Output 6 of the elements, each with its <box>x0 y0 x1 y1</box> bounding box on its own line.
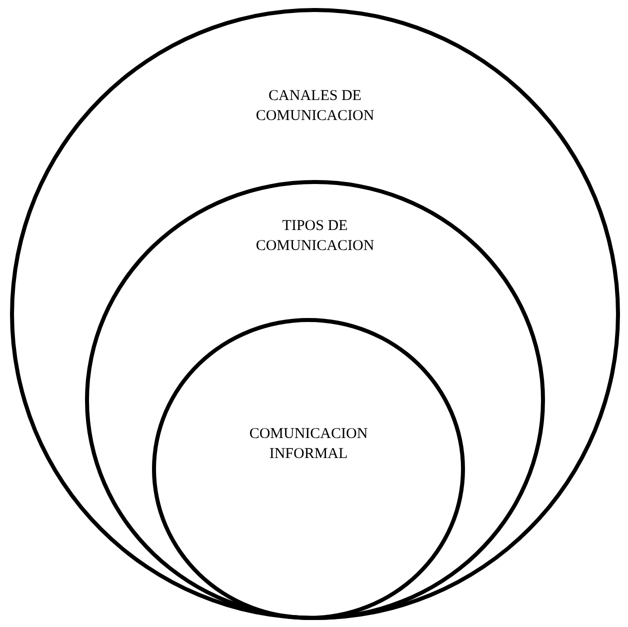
circle-outline <box>10 8 620 620</box>
circle-label: COMUNICACION INFORMAL <box>248 425 369 464</box>
circle-outline <box>152 318 465 620</box>
circle-outline <box>85 180 545 620</box>
circle-label: CANALES DE COMUNICACION <box>254 87 376 126</box>
circle-label: TIPOS DE COMUNICACION <box>254 217 376 256</box>
